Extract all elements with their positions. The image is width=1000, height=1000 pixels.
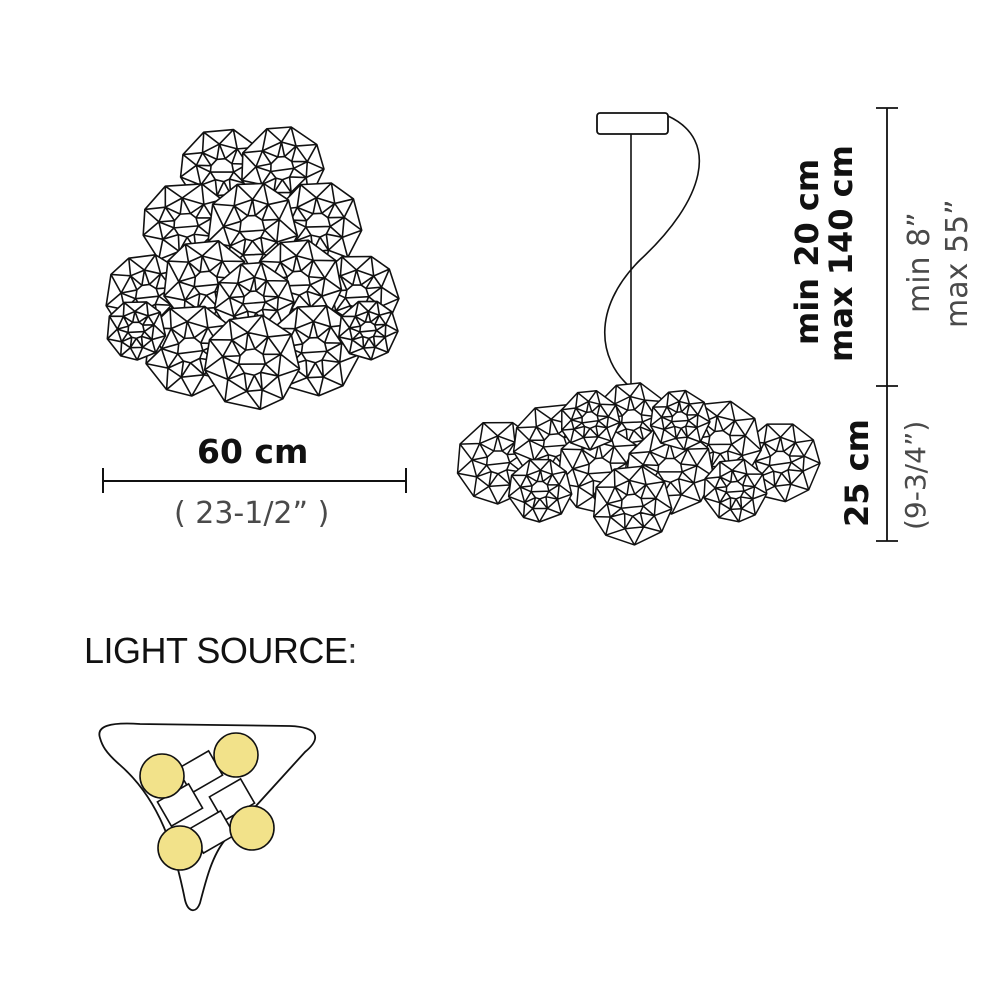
light-source-heading: LIGHT SOURCE: <box>84 630 357 672</box>
side-view-facet-cluster <box>507 458 573 523</box>
side-view-facet-cluster <box>592 465 673 546</box>
top-view-facet-cluster <box>338 300 399 361</box>
width-imperial-label: ( 23-1/2” ) <box>174 496 330 531</box>
bulb <box>229 805 275 851</box>
bulb <box>213 732 259 778</box>
top-view-facet-cluster <box>106 301 167 361</box>
light-source-heading-text: LIGHT SOURCE <box>84 630 348 671</box>
bulb <box>139 753 185 799</box>
power-cord <box>604 115 701 386</box>
top-view-facet-cluster <box>203 314 301 411</box>
side-view-facet-cluster <box>649 389 711 451</box>
light-source-heading-colon: : <box>347 630 358 671</box>
width-metric-label: 60 cm <box>197 432 309 471</box>
bulb <box>157 825 203 871</box>
side-view-facet-cluster <box>561 389 621 451</box>
ceiling-canopy <box>596 112 669 135</box>
side-view-facet-cluster <box>703 458 768 523</box>
